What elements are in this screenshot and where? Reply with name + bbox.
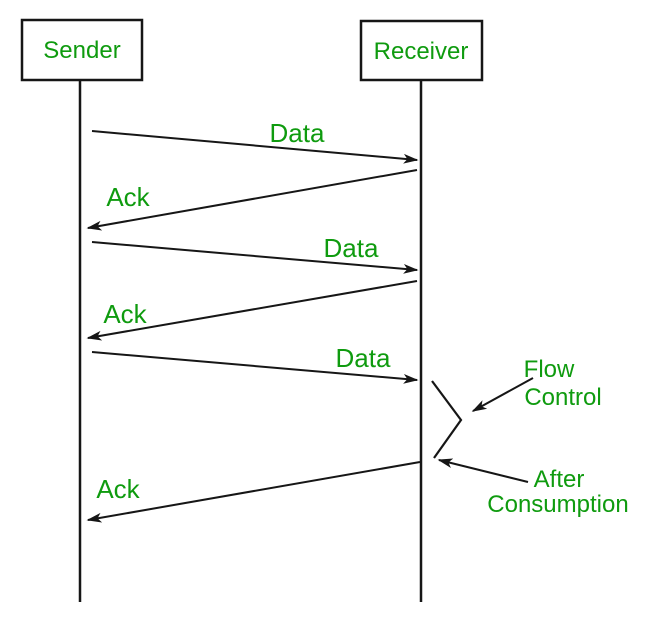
message-arrow-ack-2 xyxy=(86,280,418,341)
message-label-data-3: Data xyxy=(336,343,391,373)
receiver-label: Receiver xyxy=(374,38,469,65)
message-label-ack-2: Ack xyxy=(103,299,147,329)
after-consumption-label-line-1: After xyxy=(534,466,585,493)
after-consumption-label-line-2: Consumption xyxy=(487,491,628,518)
message-arrow-data-1 xyxy=(91,130,419,164)
after-consumption-arrow xyxy=(437,458,529,483)
message-label-ack-1: Ack xyxy=(106,182,150,212)
sender-box xyxy=(20,18,144,82)
message-arrow-data-2 xyxy=(91,241,419,274)
message-label-ack-3: Ack xyxy=(96,474,140,504)
buffer-hold-brace xyxy=(431,380,463,459)
message-arrow-ack-1 xyxy=(86,169,418,231)
flow-control-arrow xyxy=(471,377,534,412)
message-label-data-2: Data xyxy=(324,233,379,263)
message-arrow-ack-3 xyxy=(86,461,421,523)
message-arrow-data-3 xyxy=(91,351,419,384)
receiver-box xyxy=(359,19,484,82)
sender-label: Sender xyxy=(43,37,120,64)
flow-control-label-line-1: Flow xyxy=(524,356,575,383)
message-label-data-1: Data xyxy=(270,118,325,148)
flow-control-label-line-2: Control xyxy=(524,384,601,411)
